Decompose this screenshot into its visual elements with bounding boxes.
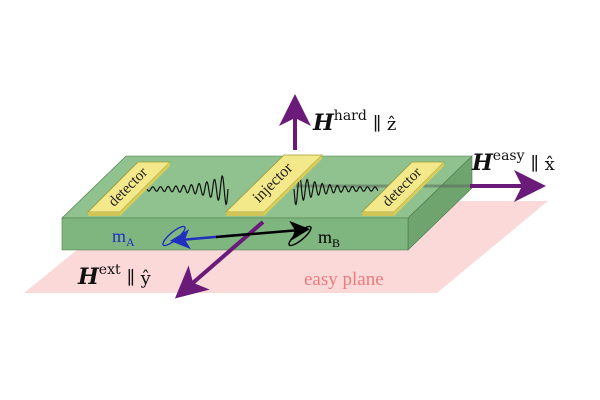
magnon-wave-right [293,175,379,206]
h-ext-label: Hext∥ ŷ [77,262,152,290]
m-a-precession-ellipse [162,225,186,247]
m-b-arrow [215,220,310,241]
easy-plane-label: easy plane [304,269,384,290]
h-hard-label: Hhard∥ ẑ [312,108,396,136]
m-b-label: mB [318,227,340,250]
m-a-label: mA [112,226,135,249]
slab-front-face [61,217,409,251]
m-b-precession-ellipse [288,225,312,247]
magnon-wave-left [141,175,229,206]
h-easy-label: Heasy∥ x̂ [471,148,555,176]
detector-left-electrode: detector [87,161,171,216]
